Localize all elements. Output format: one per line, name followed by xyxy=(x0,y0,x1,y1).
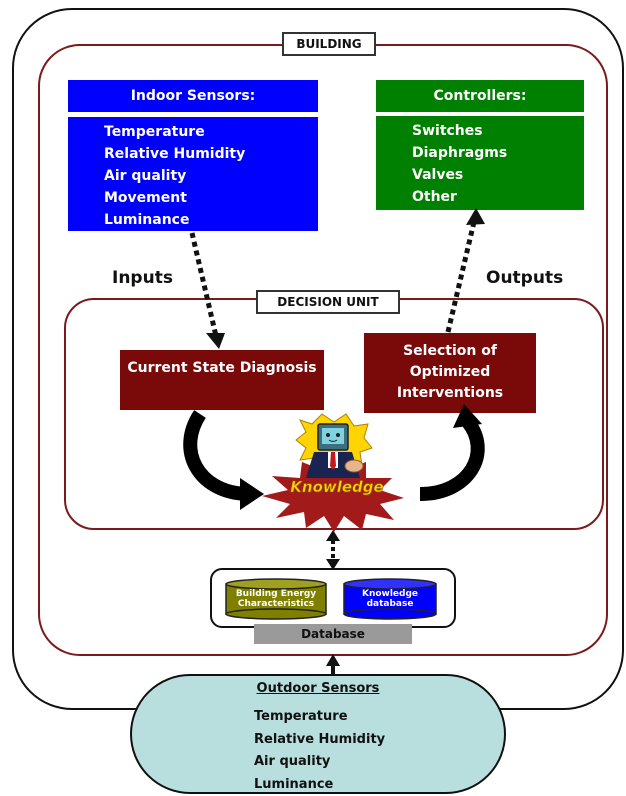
database-cylinder-icon xyxy=(225,578,327,620)
controller-item: Diaphragms xyxy=(412,145,508,161)
outdoor-sensor-item: Relative Humidity xyxy=(254,731,386,747)
indoor-sensors-list: Temperature Relative Humidity Air qualit… xyxy=(68,117,318,231)
indoor-sensor-item: Temperature xyxy=(104,124,205,140)
dotted-arrow-icon xyxy=(445,208,485,333)
indoor-sensor-item: Luminance xyxy=(104,212,190,228)
outdoor-sensor-item: Temperature xyxy=(254,709,348,724)
inputs-label: Inputs xyxy=(112,268,173,288)
outdoor-sensor-item: Air quality xyxy=(254,754,331,769)
database-label: Database xyxy=(254,624,412,644)
outdoor-sensors-title: Outdoor Sensors xyxy=(256,681,380,696)
building-energy-db-label: Building Energy Characteristics xyxy=(235,589,317,609)
building-label: BUILDING xyxy=(282,32,376,56)
indoor-sensor-item: Relative Humidity xyxy=(104,146,246,162)
indoor-sensor-item: Air quality xyxy=(104,168,187,184)
starburst-icon xyxy=(262,456,404,532)
outdoor-sensor-item: Luminance xyxy=(254,776,334,792)
outdoor-sensors-list: Temperature Relative Humidity Air qualit… xyxy=(254,706,385,796)
controllers-title: Controllers: xyxy=(376,80,584,112)
controller-item: Valves xyxy=(412,167,464,183)
curved-arrow-icon xyxy=(183,410,264,510)
controllers-list: Switches Diaphragms Valves Other xyxy=(376,116,584,210)
controller-item: Switches xyxy=(412,123,483,139)
knowledge-label: Knowledge xyxy=(290,478,384,497)
database-cylinder-icon xyxy=(343,578,437,620)
current-state-diagnosis-box: Current State Diagnosis xyxy=(120,350,324,410)
knowledge-db-label: Knowledge database xyxy=(361,589,419,609)
dotted-arrow-icon xyxy=(189,232,225,349)
selection-optimized-interventions-box: Selection of Optimized Interventions xyxy=(364,333,536,413)
outputs-label: Outputs xyxy=(486,268,564,288)
controller-item: Other xyxy=(412,189,457,205)
indoor-sensor-item: Movement xyxy=(104,190,187,206)
computer-person-icon xyxy=(295,413,373,478)
outdoor-to-building-arrow-icon xyxy=(326,654,340,674)
decision-unit-label: DECISION UNIT xyxy=(256,290,400,314)
curved-arrow-icon xyxy=(419,404,485,501)
outdoor-sensors-ellipse xyxy=(130,674,506,794)
indoor-sensors-title: Indoor Sensors: xyxy=(68,80,318,112)
dotted-arrow-icon xyxy=(326,530,340,570)
